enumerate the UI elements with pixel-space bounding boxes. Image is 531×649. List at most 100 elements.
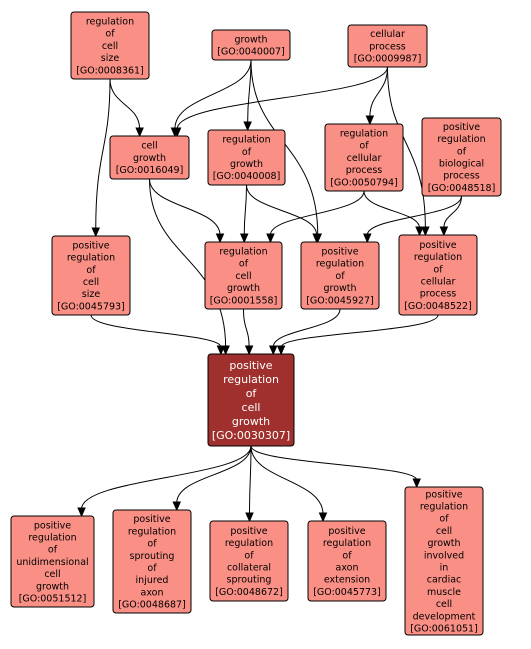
node-label-line: [GO:0045793] — [57, 301, 125, 312]
node-label-line: cardiac — [427, 575, 462, 586]
node-label-line: positive — [443, 122, 480, 133]
edge-go-0030307-to-go-0051512 — [81, 445, 252, 510]
node-label-line: of — [342, 550, 352, 561]
arrowhead-go-0008361-to-go-0045793 — [91, 227, 101, 238]
node-label-line: extension — [324, 575, 370, 586]
node-label-line: [GO:0040008] — [213, 171, 281, 182]
node-label-line: regulation — [225, 538, 273, 549]
node-label-line: regulation — [223, 373, 279, 386]
go-node-go-0030307[interactable]: positiveregulationofcellgrowth[GO:003030… — [207, 353, 295, 447]
node-label-line: of — [244, 550, 254, 561]
go-node-go-0051512[interactable]: positiveregulationofunidimensionalcellgr… — [10, 515, 95, 608]
node-label-line: positive — [230, 526, 267, 537]
node-label-line: [GO:0048672] — [215, 587, 283, 598]
node-label-line: process — [420, 289, 457, 300]
node-label-line: cell — [83, 277, 99, 288]
node-label-line: positive — [328, 526, 365, 537]
node-label-line: of — [242, 147, 252, 158]
arrowhead-go-0045793-to-go-0030307 — [216, 345, 226, 356]
go-node-go-0045773[interactable]: positiveregulationofaxonextension[GO:004… — [307, 520, 387, 602]
node-label-line: regulation — [28, 533, 76, 544]
edge-go-0001558-to-go-0030307 — [243, 308, 250, 348]
node-label-line: axon — [336, 563, 359, 574]
node-label-line: of — [439, 514, 449, 525]
arrowhead-go-0050794-to-go-0001558 — [266, 233, 275, 244]
edge-go-0045793-to-go-0030307 — [90, 314, 222, 348]
edge-go-0008361-to-go-0045793 — [95, 78, 111, 230]
node-label-line: of — [105, 29, 115, 40]
edge-go-0009987-to-go-0050794 — [369, 66, 388, 118]
node-label-line: [GO:0048687] — [118, 600, 186, 611]
node-label-line: cellular — [421, 277, 456, 288]
node-label-line: regulation — [437, 134, 485, 145]
node-label-line: [GO:0048518] — [428, 183, 496, 194]
edge-go-0016049-to-go-0030307 — [149, 178, 227, 348]
go-node-go-0048518[interactable]: positiveregulationofbiologicalprocess[GO… — [421, 117, 502, 197]
arrowhead-go-0001558-to-go-0030307 — [244, 345, 254, 356]
node-label-line: [GO:0051512] — [19, 594, 87, 605]
node-label-line: of — [246, 387, 258, 400]
node-label-line: positive — [34, 520, 71, 531]
node-label-line: regulation — [414, 252, 462, 263]
edge-go-0040008-to-go-0045927 — [246, 184, 318, 236]
node-label-line: regulation — [340, 129, 388, 140]
node-box-go-0051512 — [10, 515, 95, 608]
node-label-line: cell — [436, 526, 452, 537]
arrowhead-go-0045927-to-go-0030307 — [268, 345, 278, 356]
edge-go-0016049-to-go-0001558 — [149, 178, 221, 236]
go-node-go-0061051[interactable]: positiveregulationofcellgrowthinvolvedin… — [404, 486, 484, 636]
edge-go-0048518-to-go-0045927 — [366, 195, 462, 236]
arrowhead-go-0048522-to-go-0030307 — [276, 345, 286, 356]
node-box-go-0061051 — [404, 486, 484, 636]
node-box-go-0030307 — [207, 353, 295, 447]
node-label-line: process — [346, 165, 383, 176]
edge-go-0009987-to-go-0048522 — [387, 66, 426, 229]
edge-go-0030307-to-go-0048687 — [176, 445, 252, 504]
edge-go-0048522-to-go-0030307 — [280, 314, 439, 348]
edge-go-0030307-to-go-0048672 — [249, 445, 252, 515]
arrowhead-go-0030307-to-go-0051512 — [77, 507, 86, 518]
node-label-line: of — [359, 141, 369, 152]
edge-go-0008361-to-go-0016049 — [109, 78, 141, 130]
node-label-line: of — [433, 264, 443, 275]
go-node-go-0048672[interactable]: positiveregulationofcollateralsprouting[… — [209, 520, 289, 602]
node-label-line: in — [440, 563, 449, 574]
node-label-line: [GO:0001558] — [210, 295, 278, 306]
node-label-line: cellular — [347, 153, 382, 164]
node-label-line: [GO:0009987] — [354, 54, 422, 65]
node-box-go-0050794 — [324, 123, 404, 192]
edge-go-0050794-to-go-0048522 — [363, 190, 420, 229]
node-label-line: injured — [136, 575, 169, 586]
node-box-go-0045773 — [307, 520, 387, 602]
go-node-go-0048522[interactable]: positiveregulationofcellularprocess[GO:0… — [398, 234, 478, 316]
go-node-go-0048687[interactable]: positiveregulationofsproutingofinjuredax… — [112, 509, 192, 614]
edge-go-0009987-to-go-0016049 — [176, 66, 388, 130]
node-label-line: positive — [425, 489, 462, 500]
node-label-line: cellular — [370, 29, 405, 40]
edge-go-0040008-to-go-0001558 — [243, 184, 247, 236]
node-label-line: regulation — [316, 259, 364, 270]
node-label-line: [GO:0045927] — [306, 295, 374, 306]
node-label-line: sprouting — [227, 575, 272, 586]
node-label-line: axon — [141, 587, 164, 598]
node-label-line: cell — [242, 401, 261, 414]
node-label-line: growth — [234, 34, 267, 45]
arrowhead-go-0030307-to-go-0048672 — [245, 512, 254, 523]
node-label-line: process — [443, 171, 480, 182]
go-node-go-0040007[interactable]: growth[GO:0040007] — [211, 29, 291, 61]
node-box-go-0048518 — [421, 117, 502, 197]
edge-go-0030307-to-go-0045773 — [250, 445, 324, 515]
node-label-line: sprouting — [130, 551, 175, 562]
node-label-line: unidimensional — [16, 557, 88, 568]
node-label-line: [GO:0045773] — [313, 587, 381, 598]
node-label-line: growth — [232, 415, 270, 428]
